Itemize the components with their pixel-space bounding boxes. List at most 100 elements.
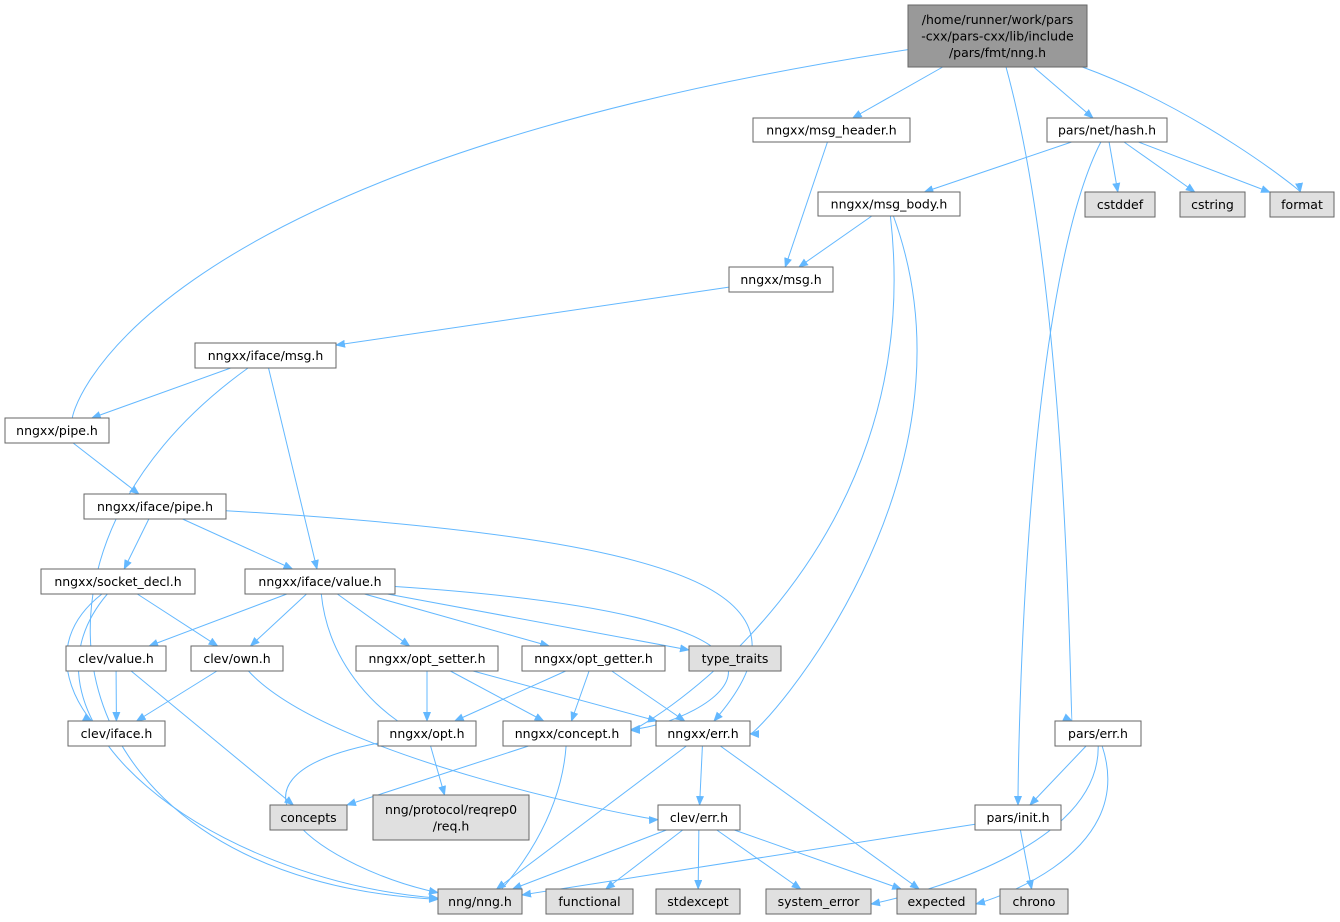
node-box [655,720,751,747]
edge-msg_header-to-msg [784,141,828,268]
node-opt_setter[interactable]: nngxx/opt_setter.h [355,645,499,672]
node-box [1054,720,1142,747]
node-label: expected [908,894,966,909]
node-box [907,4,1088,68]
edge-opt_setter-to-concept [450,670,545,722]
node-label: cstddef [1097,197,1144,212]
node-cstring[interactable]: cstring [1179,191,1246,218]
node-iface_pipe[interactable]: nngxx/iface/pipe.h [83,493,227,520]
edge-clev_value-to-concepts [130,670,295,806]
node-iface_msg[interactable]: nngxx/iface/msg.h [194,342,337,369]
node-box [1179,191,1246,218]
edge-clev_err-to-system_error [716,829,802,890]
node-box [269,804,348,831]
node-label: -cxx/pars-cxx/lib/include [921,29,1074,44]
edge-iface_pipe-to-socket_decl [123,518,150,570]
node-msg_body[interactable]: nngxx/msg_body.h [817,191,961,217]
edges [62,49,1303,907]
node-label: nngxx/msg_header.h [766,123,896,138]
node-box [502,720,632,747]
node-req[interactable]: nng/protocol/reqrep0/req.h [372,794,530,841]
node-format[interactable]: format [1269,191,1335,218]
node-pars_init[interactable]: pars/init.h [974,804,1062,831]
node-clev_iface[interactable]: clev/iface.h [67,720,166,747]
node-label: /home/runner/work/pars [922,12,1074,27]
edge-clev_err-to-nng [511,829,667,890]
edge-opt_getter-to-opt [453,670,566,722]
node-box [974,804,1062,831]
node-msg_header[interactable]: nngxx/msg_header.h [752,117,911,143]
node-box [244,568,396,595]
node-label: format [1281,197,1323,212]
edge-root-to-format [1082,66,1303,193]
node-label: type_traits [702,651,769,666]
node-iface_value[interactable]: nngxx/iface/value.h [244,568,396,595]
node-box [728,266,834,293]
node-label: nngxx/err.h [667,726,738,741]
node-nngxx_err[interactable]: nngxx/err.h [655,720,751,747]
node-clev_own[interactable]: clev/own.h [190,645,284,672]
node-socket_decl[interactable]: nngxx/socket_decl.h [40,568,196,595]
node-system_error[interactable]: system_error [765,888,872,915]
edge-clev_own-to-clev_err [248,670,659,824]
node-concepts[interactable]: concepts [269,804,348,831]
node-label: pars/net/hash.h [1058,123,1156,138]
node-label: nngxx/msg.h [740,272,821,287]
nodes: /home/runner/work/pars -cxx/pars-cxx/lib/… [4,4,1335,915]
node-label: nng/protocol/reqrep0 [385,802,517,817]
node-box [655,888,741,915]
node-type_traits[interactable]: type_traits [688,645,782,672]
node-chrono[interactable]: chrono [999,888,1069,915]
edge-iface_msg-to-pipe [90,367,231,419]
node-cstddef[interactable]: cstddef [1084,191,1156,218]
node-pipe[interactable]: nngxx/pipe.h [4,417,110,444]
node-stdexcept[interactable]: stdexcept [655,888,741,915]
node-label: nngxx/iface/pipe.h [97,499,213,514]
node-expected[interactable]: expected [896,888,977,915]
node-label: clev/err.h [670,810,728,825]
edge-nngxx_err-to-nng [495,745,687,890]
node-root[interactable]: /home/runner/work/pars -cxx/pars-cxx/lib/… [907,4,1088,68]
node-box [194,342,337,369]
node-label: nngxx/msg_body.h [831,197,948,212]
edge-root-to-pipe [62,49,909,427]
node-box [1269,191,1335,218]
node-label: nngxx/pipe.h [16,423,98,438]
node-label: /req.h [433,818,470,833]
node-label: cstring [1191,197,1234,212]
node-label: pars/err.h [1068,726,1128,741]
edge-nngxx_err-to-expected [720,745,920,890]
edge-clev_err-to-stdexcept [694,829,703,890]
edge-socket_decl-to-clev_own [137,593,219,647]
node-label: stdexcept [667,894,728,909]
node-box [999,888,1069,915]
node-clev_err[interactable]: clev/err.h [657,804,741,831]
node-concept[interactable]: nngxx/concept.h [502,720,632,747]
node-box [521,645,666,672]
node-box [40,568,196,595]
edge-hash-to-pars_init [1014,141,1102,806]
edge-clev_own-to-clev_iface [135,670,218,722]
edge-pars_err-to-expected [975,745,1109,906]
node-box [657,804,741,831]
edge-iface_value-to-type_traits [387,593,690,653]
edge-iface_msg-to-nng [89,367,439,903]
node-pars_err[interactable]: pars/err.h [1054,720,1142,747]
edge-iface_msg-to-iface_value [268,367,319,570]
edge-iface_value-to-clev_own [249,593,307,647]
node-label: nngxx/iface/value.h [258,574,381,589]
node-msg[interactable]: nngxx/msg.h [728,266,834,293]
node-opt_getter[interactable]: nngxx/opt_getter.h [521,645,666,672]
node-label: nngxx/concept.h [515,726,620,741]
node-nng[interactable]: nng/nng.h [437,888,523,915]
node-label: functional [558,894,620,909]
node-box [545,888,634,915]
edge-pars_init-to-nng [521,823,976,898]
node-functional[interactable]: functional [545,888,634,915]
node-hash[interactable]: pars/net/hash.h [1046,117,1168,143]
node-box [817,191,961,217]
node-opt[interactable]: nngxx/opt.h [377,720,477,747]
node-box [752,117,911,143]
edge-iface_value-to-opt_getter [364,593,551,648]
node-clev_value[interactable]: clev/value.h [65,645,167,672]
